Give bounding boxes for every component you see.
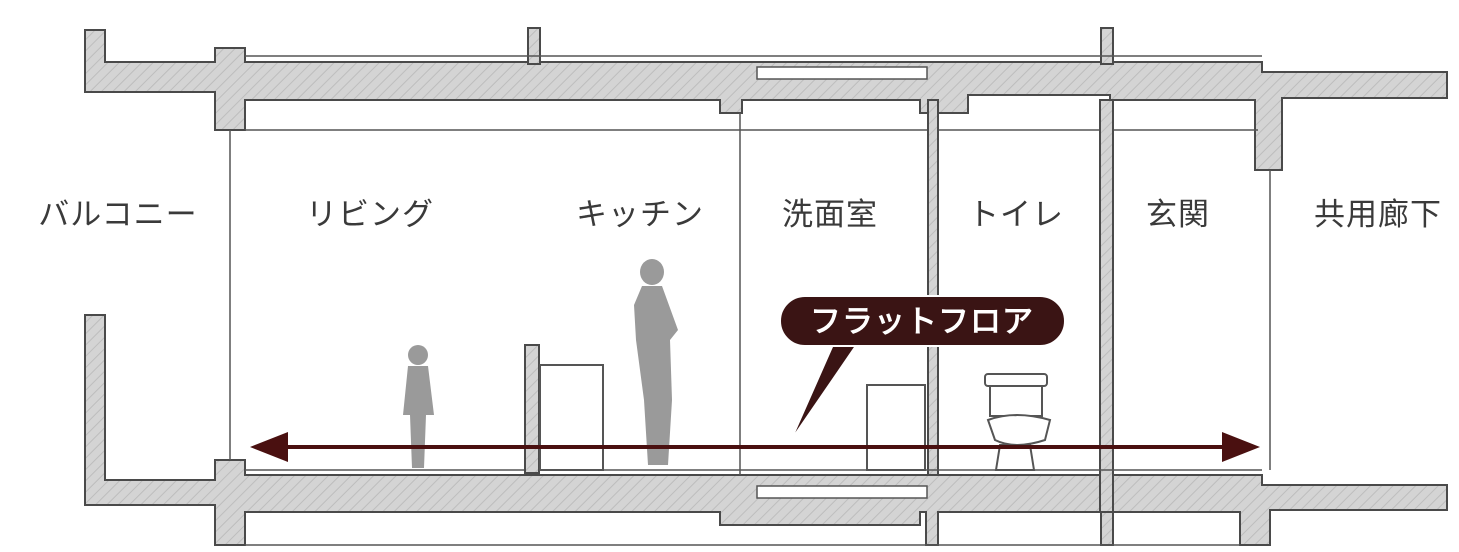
child-silhouette [403, 345, 434, 468]
toilet-fixture [984, 373, 1052, 471]
room-label-kitchen: キッチン [576, 197, 704, 233]
callout-pointer [789, 339, 862, 443]
room-label-entrance: 玄関 [1146, 197, 1210, 233]
room-label-toilet: トイレ [968, 197, 1064, 233]
adult-silhouette [634, 259, 678, 465]
room-label-washroom: 洗面室 [782, 197, 878, 233]
room-label-living: リビング [306, 197, 434, 233]
floor-slab [84, 314, 1448, 546]
washbasin-cabinet [866, 384, 926, 471]
ceiling-slab [84, 27, 1448, 171]
room-labels: バルコニー リビング キッチン 洗面室 トイレ 玄関 共用廊下 [38, 197, 1442, 233]
partitions [229, 99, 1271, 513]
flat-floor-arrow [250, 432, 1260, 462]
kitchen-counter [539, 364, 604, 471]
callout-label: フラットフロア [810, 304, 1034, 340]
room-label-balcony: バルコニー [38, 197, 197, 233]
fixtures [539, 364, 1052, 471]
room-label-corridor: 共用廊下 [1314, 197, 1442, 233]
flat-floor-callout: フラットフロア [779, 295, 1066, 443]
callout-bubble [779, 295, 1066, 347]
